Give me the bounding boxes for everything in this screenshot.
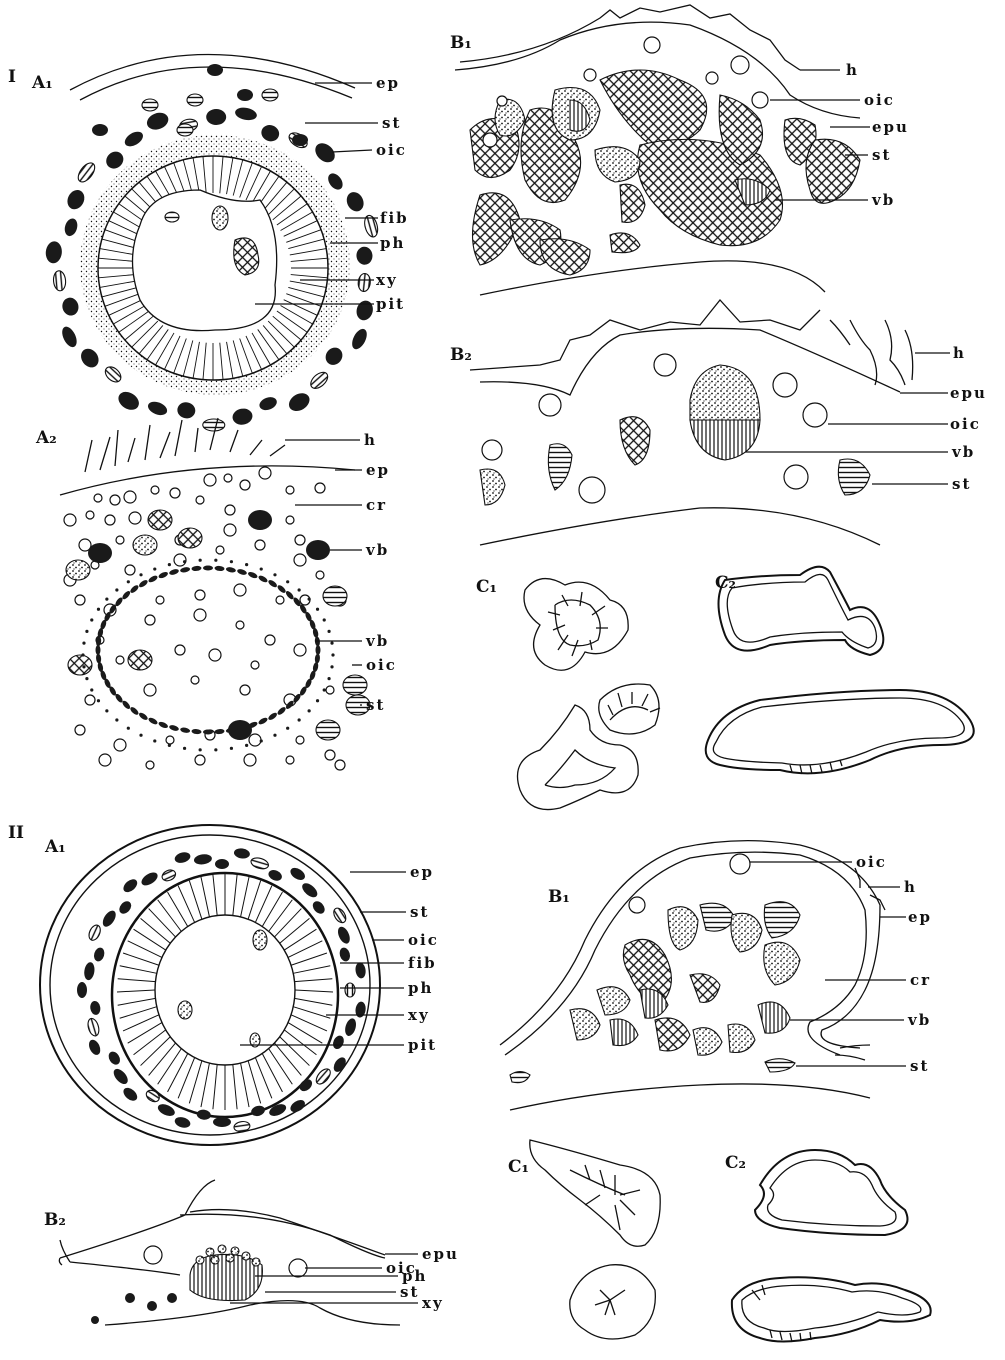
label-xy: xy [408, 1006, 430, 1024]
label-epu: epu [950, 384, 987, 402]
panel-I-A1-label: A₁ [31, 73, 53, 93]
label-epu: epu [422, 1245, 459, 1263]
panel-II-C2-label: C₂ [725, 1153, 746, 1173]
label-cr: cr [366, 496, 387, 514]
label-st: st [410, 903, 429, 921]
label-oic: oic [408, 931, 439, 949]
panel-II-A1-label: A₁ [44, 837, 66, 857]
panel-I-A2-label: A₂ [35, 428, 57, 448]
panel-II-B2-label: B₂ [44, 1210, 66, 1230]
section-I-C [518, 567, 974, 810]
label-ep: ep [410, 863, 434, 881]
section-I-B2 [470, 300, 913, 545]
label-fib: fib [380, 209, 409, 227]
panel-I-B1-label: B₁ [450, 33, 472, 53]
labels-I-A2: h ep cr vb vb oic st [285, 431, 397, 714]
label-vb: vb [871, 191, 895, 209]
label-h: h [953, 344, 966, 362]
section-I-A2 [60, 418, 370, 770]
label-oic: oic [856, 853, 887, 871]
label-cr: cr [910, 971, 931, 989]
label-h: h [364, 431, 377, 449]
label-ep: ep [376, 74, 400, 92]
label-oic: oic [366, 656, 397, 674]
section-II-B1 [500, 841, 885, 1110]
panel-II-B1-label: B₁ [548, 887, 570, 907]
panel-I-C1-label: C₁ [476, 577, 497, 597]
section-II-A1 [40, 825, 380, 1145]
label-oic: oic [376, 141, 407, 159]
label-vb: vb [365, 632, 389, 650]
label-epu: epu [872, 118, 909, 136]
label-st: st [382, 114, 401, 132]
label-xy: xy [376, 271, 398, 289]
label-ph: ph [408, 979, 433, 997]
label-pit: pit [376, 295, 405, 313]
label-fib: fib [408, 954, 437, 972]
section-I-A1 [45, 54, 380, 431]
section-I-B1 [455, 5, 860, 295]
panel-I-C2-label: C₂ [715, 573, 736, 593]
label-st: st [366, 696, 385, 714]
panel-II-C1-label: C₁ [508, 1157, 529, 1177]
label-ep: ep [908, 908, 932, 926]
label-vb: vb [951, 443, 975, 461]
label-st: st [872, 146, 891, 164]
label-st: st [952, 475, 971, 493]
label-ph: ph [380, 234, 405, 252]
label-vb: vb [907, 1011, 931, 1029]
label-pit: pit [408, 1036, 437, 1054]
panel-roman-I: I [8, 67, 16, 87]
panel-I-B2-label: B₂ [450, 345, 472, 365]
panel-roman-II: II [8, 823, 24, 843]
label-vb: vb [365, 541, 389, 559]
label-xy: xy [422, 1294, 444, 1312]
label-oic: oic [864, 91, 895, 109]
label-st: st [400, 1283, 419, 1301]
label-st: st [910, 1057, 929, 1075]
label-ep: ep [366, 461, 390, 479]
label-h: h [846, 61, 859, 79]
label-h: h [904, 878, 917, 896]
label-oic: oic [950, 415, 981, 433]
